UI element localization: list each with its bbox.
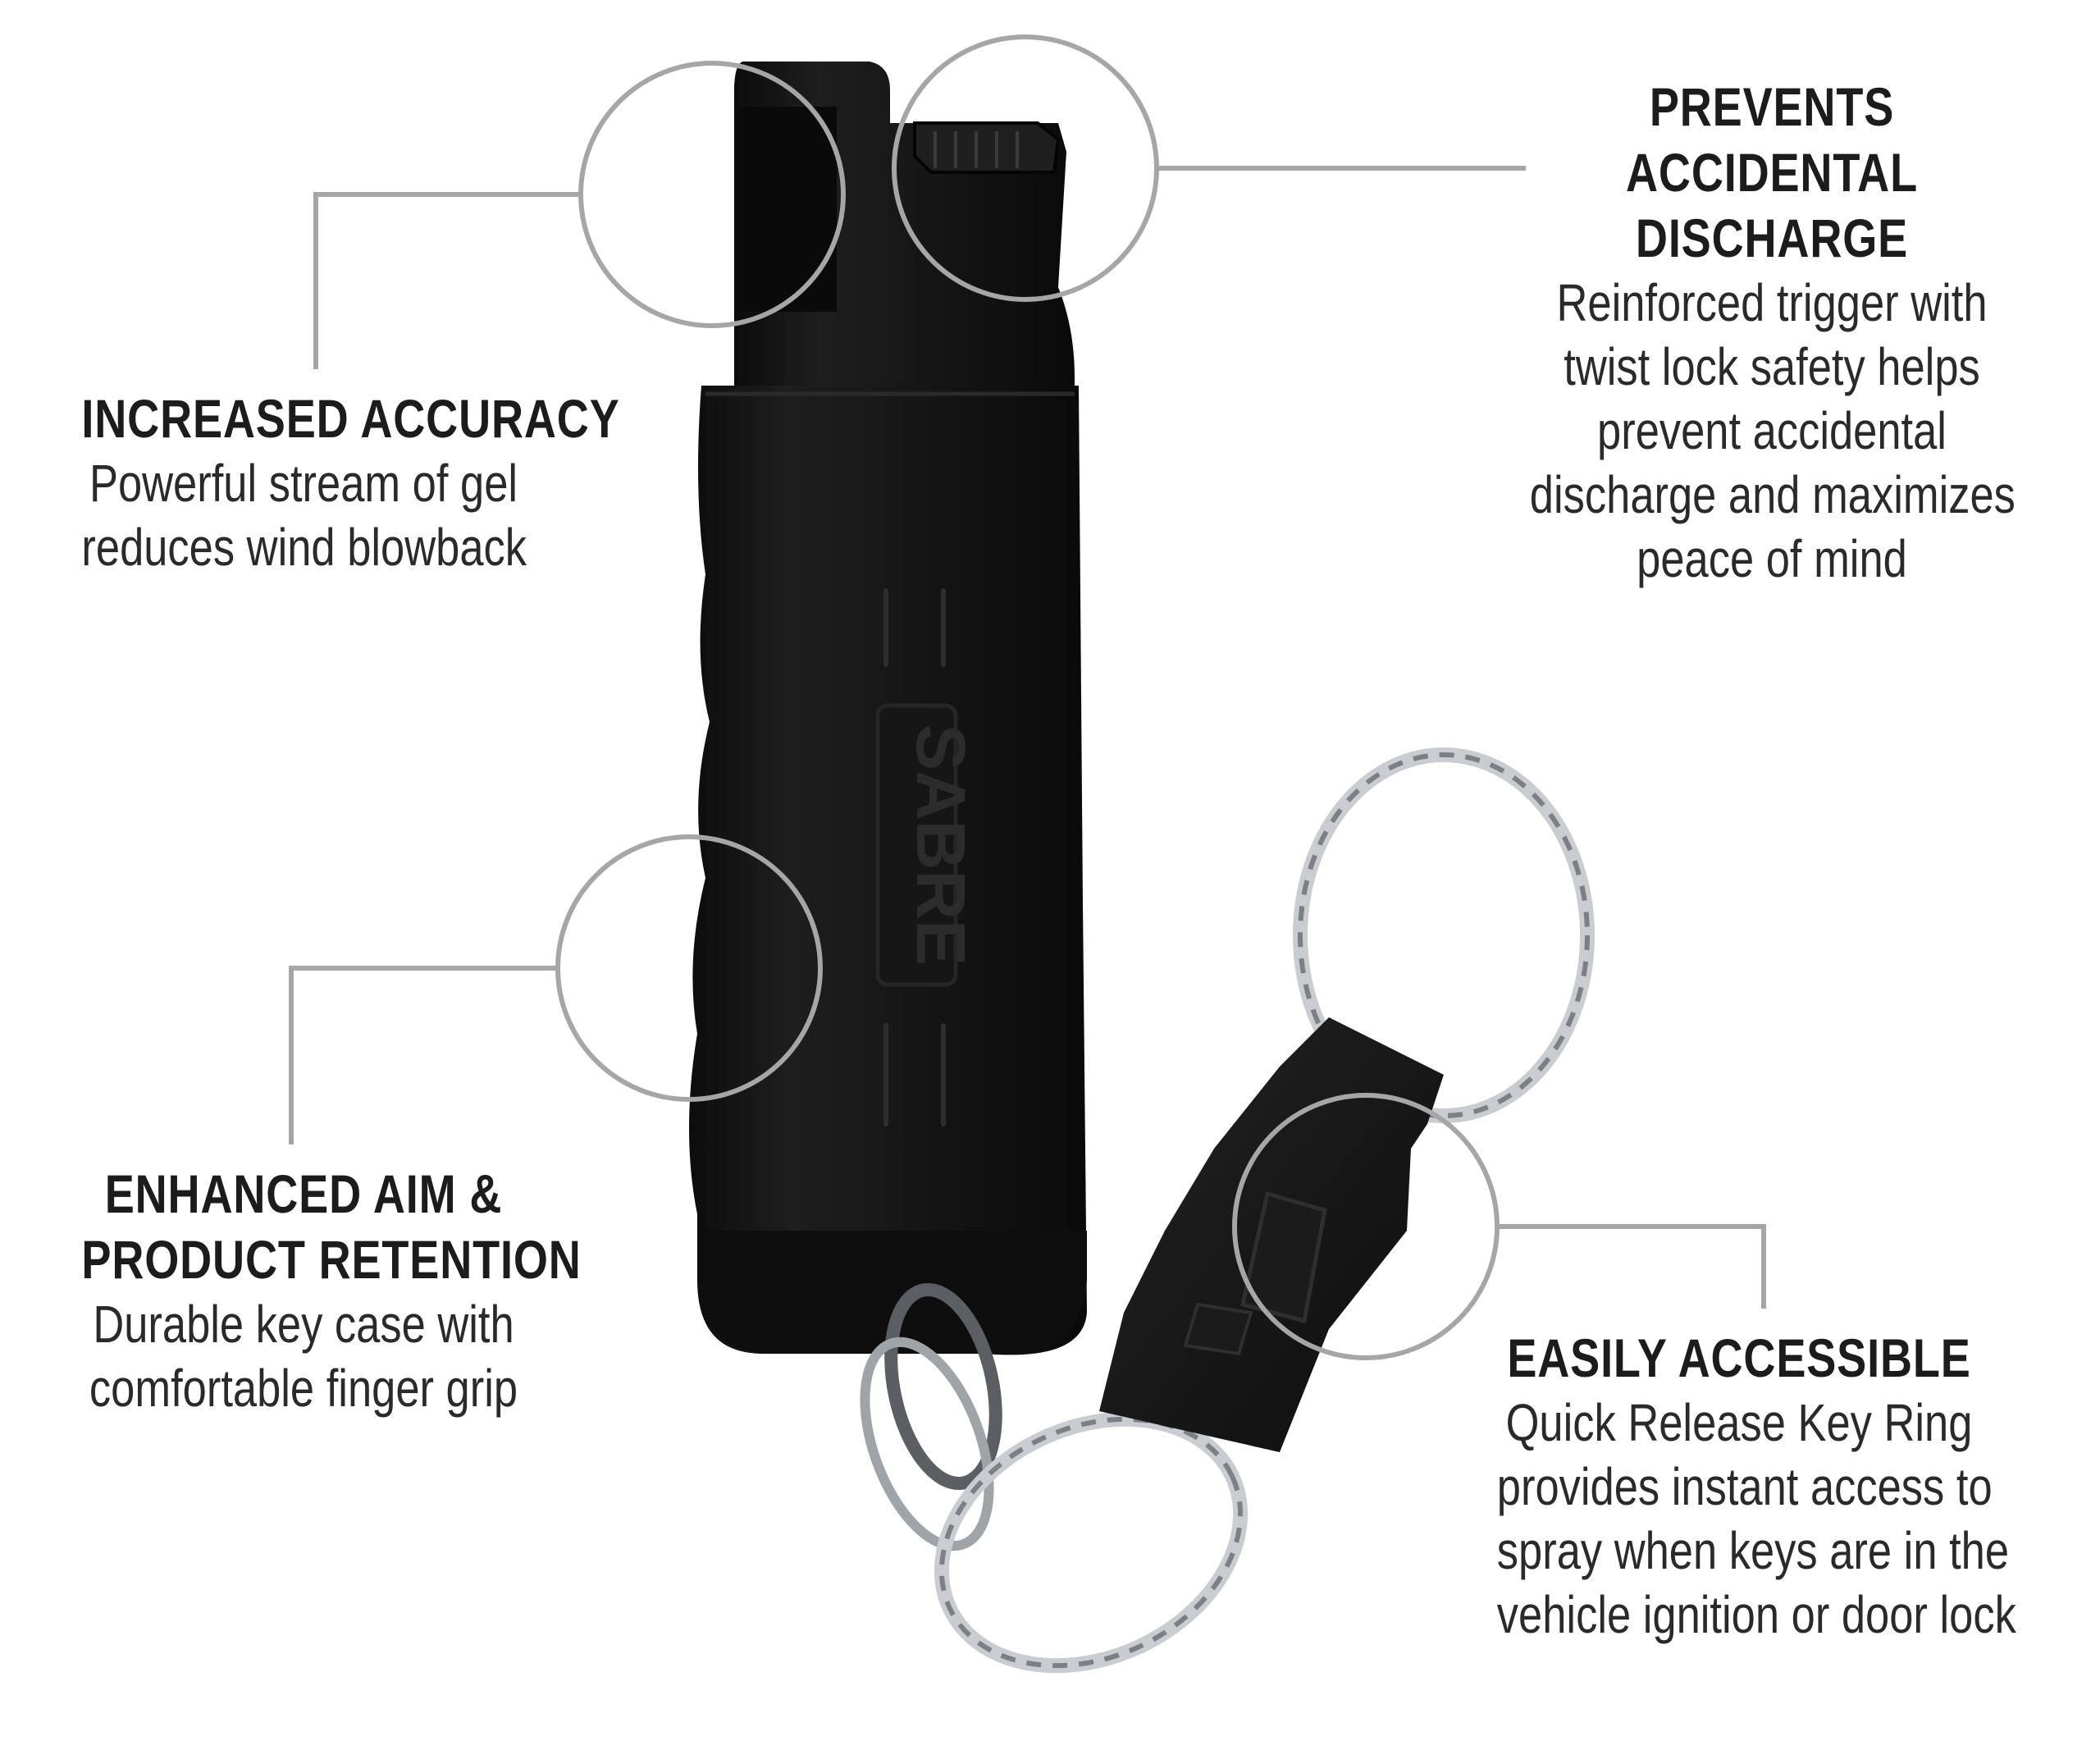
key-ring-upper-icon — [1293, 747, 1595, 1123]
callout-line-access — [1497, 1224, 1766, 1309]
callout-accuracy: INCREASED ACCURACY Powerful stream of ge… — [33, 386, 620, 579]
callout-discharge-title: PREVENTS ACCIDENTAL DISCHARGE — [1626, 76, 1918, 268]
split-ring-icon — [860, 1282, 1002, 1551]
callout-discharge-body: Reinforced trigger with twist lock safet… — [1529, 273, 2016, 588]
key-ring-icon — [934, 1411, 1249, 1674]
callout-graphics — [289, 34, 1766, 1360]
callout-accuracy-title: INCREASED ACCURACY — [81, 388, 620, 449]
callout-line-aim — [289, 966, 558, 1145]
quick-release-clip-icon — [1099, 1017, 1444, 1452]
callout-discharge: PREVENTS ACCIDENTAL DISCHARGE Reinforced… — [1477, 74, 2067, 591]
callout-aim-title: ENHANCED AIM & PRODUCT RETENTION — [81, 1163, 582, 1290]
brand-emboss: SABRE — [902, 724, 979, 966]
callout-access-title: EASILY ACCESSIBLE — [1507, 1327, 1971, 1388]
callout-access-body: Quick Release Key Ring provides instant … — [1496, 1393, 2016, 1644]
callout-aim-body: Durable key case with comfortable finger… — [89, 1295, 518, 1418]
pepper-spray-canister-icon: SABRE — [689, 62, 1087, 1355]
callout-aim: ENHANCED AIM & PRODUCT RETENTION Durable… — [33, 1161, 582, 1420]
callout-accuracy-body: Powerful stream of gel reduces wind blow… — [81, 454, 527, 577]
callout-access: EASILY ACCESSIBLE Quick Release Key Ring… — [1444, 1325, 2034, 1647]
callout-line-accuracy — [313, 192, 581, 369]
